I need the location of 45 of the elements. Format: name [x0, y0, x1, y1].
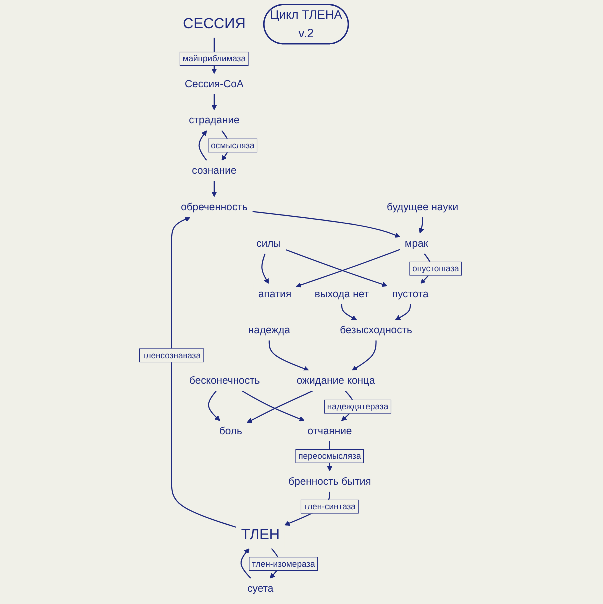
- edge-label: переосмысляза: [298, 451, 362, 462]
- node-text: надежда: [248, 324, 290, 336]
- node-text: силы: [256, 238, 282, 250]
- edge-label: тлен-синтаза: [304, 502, 356, 512]
- edge-label: майприблимаза: [182, 54, 246, 64]
- arrow: [212, 181, 218, 198]
- node-text: апатия: [258, 288, 292, 300]
- edge-label: надеждятераза: [327, 402, 389, 412]
- node-text: суета: [248, 582, 274, 595]
- node-text: отчаяние: [308, 425, 352, 437]
- arrow: [198, 130, 208, 162]
- arrow: [352, 340, 377, 371]
- node-text: Сессия-CoA: [185, 78, 244, 90]
- node-text: ожидание конца: [296, 374, 376, 386]
- arrow: [252, 211, 400, 238]
- edge-label: опустошаза: [412, 264, 460, 274]
- arrow: [262, 254, 270, 284]
- node-text: ТЛЕН: [241, 526, 280, 544]
- edge-label: осмысляза: [211, 140, 255, 150]
- arrow: [247, 390, 314, 424]
- node-text: обреченность: [181, 201, 248, 213]
- node-text: безысходность: [340, 324, 412, 336]
- node-text: страдание: [189, 114, 240, 126]
- node-text: бесконечность: [190, 374, 260, 386]
- arrow: [395, 304, 412, 320]
- arrow: [171, 216, 237, 528]
- node-text: выхода нет: [314, 288, 370, 300]
- arrow: [341, 304, 358, 320]
- arrow: [240, 548, 252, 580]
- arrow: [268, 340, 310, 372]
- node-text: сознание: [192, 164, 237, 177]
- node-text: пустота: [392, 288, 429, 300]
- node-text: СЕССИЯ: [183, 16, 246, 32]
- arrow: [286, 250, 388, 288]
- node-text: бренность бытия: [288, 476, 372, 488]
- node-text: будущее науки: [386, 201, 459, 213]
- node-text: мрак: [405, 238, 428, 250]
- arrow: [296, 249, 400, 288]
- edge-label: тленсознаваза: [142, 350, 201, 360]
- arrow: [208, 390, 220, 422]
- edge-label: тлен-изомераза: [252, 558, 316, 569]
- node-text: боль: [219, 425, 242, 437]
- arrow: [212, 94, 218, 111]
- arrow: [419, 218, 424, 234]
- arrow: [242, 390, 305, 422]
